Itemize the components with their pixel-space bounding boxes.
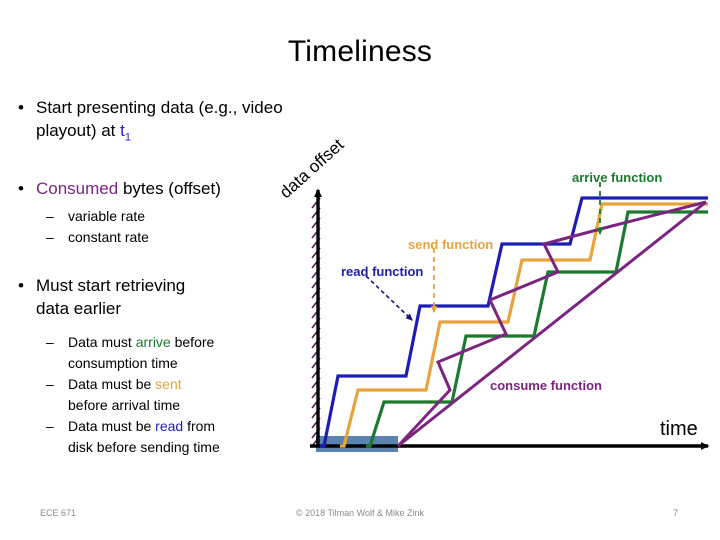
footer-course-code: ECE 671	[40, 508, 77, 518]
chart-svg	[310, 182, 710, 452]
startup-buffer-bar	[316, 436, 398, 452]
highlight-sent: sent	[155, 376, 182, 393]
variable-t1: t	[120, 121, 125, 140]
bullet-item-consumed-bytes: • Consumed bytes (offset)	[8, 177, 314, 200]
variable-t1-subscript: 1	[124, 131, 131, 144]
sub-bullet-read-before-sending: – Data must be read from disk before sen…	[8, 416, 314, 458]
sub-bullet-arrive-before-consumption: – Data must arrive before consumption ti…	[8, 332, 314, 374]
leader-read-function	[365, 275, 413, 321]
sub-bullet-text-a: Data must be	[68, 418, 156, 435]
timeliness-chart	[262, 140, 720, 480]
bullet-text-bytes-offset: bytes (offset)	[118, 179, 221, 199]
bullet-glyph: •	[18, 98, 24, 117]
bullet-item-start-presenting: • Start presenting data (e.g., video pla…	[8, 96, 314, 149]
bullet-glyph: •	[18, 179, 24, 199]
sub-bullet-text-c: before arrival time	[68, 397, 181, 414]
bullet-list: • Start presenting data (e.g., video pla…	[8, 96, 314, 458]
series-read-function	[320, 196, 708, 448]
footer-page-number: 7	[672, 508, 678, 518]
series-consume-constant-rate	[397, 200, 707, 448]
sub-bullet-text-a: Data must	[68, 334, 136, 351]
sub-bullet-text-b: from	[183, 418, 216, 435]
sub-bullet-label: constant rate	[68, 229, 149, 246]
sub-bullet-sent-before-arrival: – Data must be sent before arrival time	[8, 374, 314, 416]
dash-glyph: –	[46, 334, 54, 351]
chart-label-arrive-function: arrive function	[572, 170, 663, 185]
page-title: Timeliness	[287, 35, 433, 68]
sub-bullet-text-b: before	[170, 334, 215, 351]
sub-bullet-variable-rate: – variable rate	[8, 206, 314, 227]
series-send-function	[340, 202, 708, 448]
chart-label-send-function: send function	[408, 237, 494, 252]
sub-bullet-label: variable rate	[68, 208, 146, 225]
bullet-glyph: •	[18, 276, 24, 296]
bullet-text-must-start-line1: Must start retrieving	[36, 276, 186, 296]
highlight-arrive: arrive	[135, 334, 171, 351]
chart-label-consume-function: consume function	[490, 378, 602, 393]
bullet-text-must-start-line2: data earlier	[36, 299, 122, 319]
sub-bullet-text-a: Data must be	[68, 376, 156, 393]
sub-bullet-text-c: disk before sending time	[68, 439, 220, 456]
highlight-read: read	[155, 418, 184, 435]
dash-glyph: –	[46, 418, 54, 435]
chart-x-axis-label: time	[660, 418, 698, 440]
sub-bullet-text-c: consumption time	[68, 355, 178, 372]
dash-glyph: –	[46, 208, 54, 225]
dash-glyph: –	[46, 376, 54, 393]
sub-bullet-constant-rate: – constant rate	[8, 227, 314, 248]
slide-footer: ECE 671 © 2018 Tilman Wolf & Mike Zink 7	[0, 508, 720, 528]
dash-glyph: –	[46, 229, 54, 246]
highlight-consumed: Consumed	[36, 179, 119, 199]
footer-copyright: © 2018 Tilman Wolf & Mike Zink	[295, 508, 424, 518]
chart-label-read-function: read function	[341, 264, 424, 279]
series-consume-variable-rate	[396, 200, 707, 448]
bullet-item-must-start-retrieving: • Must start retrieving data earlier	[8, 274, 314, 320]
bullet-text-start-presenting: Start presenting data (e.g., video playo…	[36, 98, 283, 140]
